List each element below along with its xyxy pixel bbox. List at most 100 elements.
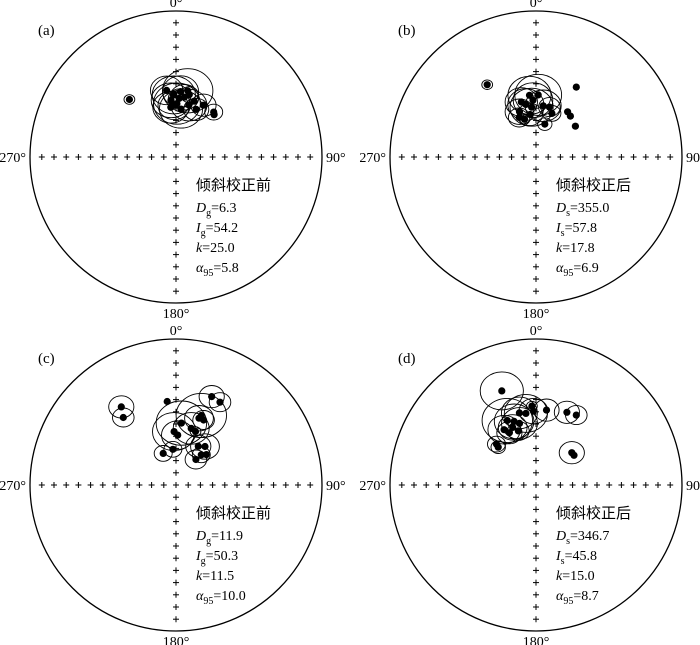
stat-value: =346.7 bbox=[570, 529, 609, 544]
east-label: 90° bbox=[326, 151, 346, 166]
axis-tick-cross bbox=[472, 154, 478, 160]
axis-tick-cross bbox=[630, 154, 637, 160]
axis-tick-cross bbox=[173, 543, 179, 549]
direction-point bbox=[117, 403, 125, 411]
axis-tick-cross bbox=[533, 141, 539, 148]
stat-line: α95=8.7 bbox=[556, 589, 599, 607]
axis-tick-cross bbox=[533, 482, 539, 488]
axis-tick-cross bbox=[533, 543, 539, 549]
stat-value: =25.0 bbox=[202, 241, 234, 256]
direction-point bbox=[169, 445, 177, 453]
axis-tick-cross bbox=[459, 482, 466, 488]
axis-tick-cross bbox=[173, 604, 179, 610]
stat-value: =8.7 bbox=[573, 589, 598, 604]
west-label: 270° bbox=[0, 151, 26, 166]
direction-point bbox=[539, 102, 547, 110]
axis-tick-cross bbox=[496, 154, 503, 160]
stat-value: =5.8 bbox=[213, 261, 238, 276]
direction-point bbox=[170, 91, 178, 99]
stat-line: Ig=54.2 bbox=[195, 221, 238, 239]
axis-tick-cross bbox=[173, 360, 179, 366]
stereonet-panel: 0°180°270°90°(a)倾斜校正前Dg=6.3Ig=54.2k=25.0… bbox=[0, 0, 346, 322]
stats-title: 倾斜校正前 bbox=[196, 177, 271, 194]
direction-point bbox=[191, 427, 200, 436]
axis-tick-cross bbox=[173, 567, 179, 574]
axis-tick-cross bbox=[270, 482, 277, 488]
axis-tick-cross bbox=[642, 482, 649, 488]
axis-tick-cross bbox=[655, 482, 661, 488]
axis-tick-cross bbox=[533, 360, 539, 366]
direction-point bbox=[494, 443, 502, 451]
direction-point bbox=[125, 95, 133, 104]
stat-line: Dg=6.3 bbox=[195, 201, 237, 219]
axis-tick-cross bbox=[545, 154, 552, 160]
axis-tick-cross bbox=[173, 239, 179, 246]
axis-tick-cross bbox=[508, 154, 515, 160]
axis-tick-cross bbox=[87, 482, 94, 488]
direction-point bbox=[185, 101, 193, 109]
axis-tick-cross bbox=[533, 166, 539, 173]
axis-tick-cross bbox=[258, 154, 265, 160]
axis-tick-cross bbox=[472, 482, 478, 488]
direction-point bbox=[200, 416, 208, 424]
direction-point bbox=[119, 413, 127, 422]
axis-tick-cross bbox=[533, 32, 539, 38]
axis-tick-cross bbox=[447, 482, 454, 488]
axis-tick-cross bbox=[533, 227, 539, 234]
stat-symbol: I bbox=[195, 221, 202, 236]
axis-tick-cross bbox=[173, 288, 179, 295]
axis-tick-cross bbox=[246, 482, 253, 488]
axis-tick-cross bbox=[557, 482, 564, 488]
panel-label: (c) bbox=[38, 351, 55, 367]
stat-symbol: α bbox=[556, 261, 564, 276]
alpha95-circle bbox=[161, 420, 195, 450]
direction-point bbox=[159, 449, 167, 457]
direction-point bbox=[515, 409, 524, 417]
direction-point bbox=[175, 94, 183, 102]
axis-tick-cross bbox=[533, 518, 539, 525]
primitive-circle bbox=[389, 10, 683, 304]
stat-line: k=17.8 bbox=[556, 241, 595, 256]
stat-symbol: D bbox=[555, 201, 566, 216]
axis-tick-cross bbox=[173, 457, 179, 464]
direction-point bbox=[197, 451, 205, 459]
east-label: 90° bbox=[686, 151, 700, 166]
axis-tick-cross bbox=[307, 154, 314, 160]
axis-tick-cross bbox=[667, 154, 674, 160]
axis-tick-cross bbox=[642, 154, 649, 160]
east-label: 90° bbox=[326, 479, 346, 494]
alpha95-circle bbox=[175, 392, 227, 439]
axis-tick-cross bbox=[173, 530, 179, 537]
axis-tick-cross bbox=[533, 178, 539, 185]
axis-tick-cross bbox=[51, 154, 57, 160]
stat-subscript: 95 bbox=[563, 268, 573, 279]
axis-tick-cross bbox=[221, 482, 228, 488]
axis-tick-cross bbox=[533, 190, 539, 197]
direction-point bbox=[509, 423, 517, 431]
stat-value: =355.0 bbox=[570, 201, 609, 216]
direction-point bbox=[566, 112, 575, 120]
primitive-circle bbox=[29, 10, 323, 304]
axis-tick-cross bbox=[173, 166, 179, 173]
stat-symbol: k bbox=[196, 569, 203, 584]
axis-tick-cross bbox=[533, 68, 539, 75]
stat-line: α95=5.8 bbox=[196, 261, 239, 279]
axis-tick-cross bbox=[63, 482, 70, 488]
axis-tick-cross bbox=[533, 494, 539, 501]
axis-tick-cross bbox=[63, 154, 70, 160]
axis-tick-cross bbox=[533, 215, 539, 221]
stat-value: =6.9 bbox=[573, 261, 598, 276]
axis-tick-cross bbox=[581, 482, 588, 488]
direction-point bbox=[208, 393, 216, 401]
stat-subscript: s bbox=[561, 556, 565, 567]
direction-point bbox=[572, 83, 580, 91]
axis-tick-cross bbox=[606, 154, 613, 160]
stat-symbol: k bbox=[196, 241, 203, 256]
axis-tick-cross bbox=[99, 154, 106, 160]
axis-tick-cross bbox=[533, 506, 539, 513]
alpha95-circle bbox=[509, 87, 554, 127]
stat-value: =6.3 bbox=[211, 201, 236, 216]
stat-subscript: s bbox=[561, 228, 565, 239]
axis-tick-cross bbox=[270, 154, 277, 160]
south-label: 180° bbox=[163, 635, 190, 645]
